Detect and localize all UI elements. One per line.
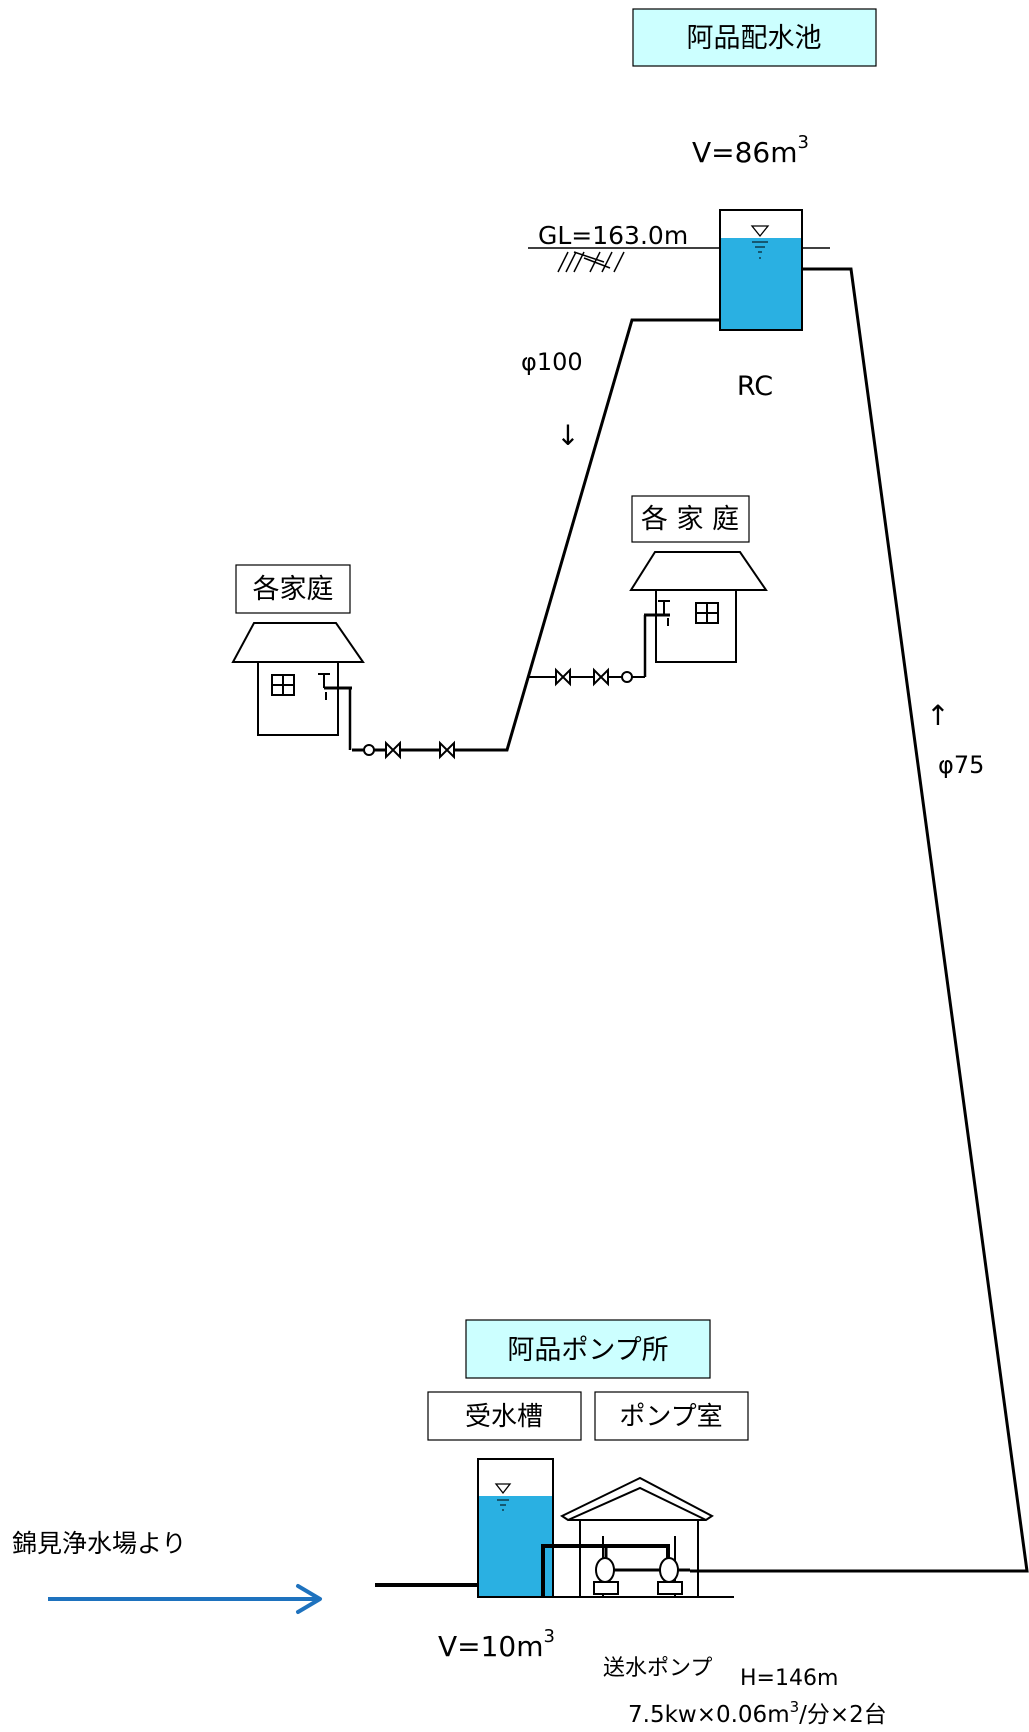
household-right-icon: [629, 551, 768, 677]
flow-up-arrow: ↑: [926, 699, 949, 732]
pump-unit-1: [593, 1557, 619, 1595]
valve-icon: [385, 740, 401, 760]
distribution-pipe: [352, 318, 720, 752]
receiving-tank-label-box: [427, 1391, 582, 1441]
household-right-label-box: [631, 495, 750, 543]
household-left-icon: [231, 622, 365, 750]
pump-icon: [595, 1557, 615, 1583]
supply-pipe: [690, 267, 1029, 1573]
right-service-valves: [555, 667, 633, 687]
receiving-tank-label: 受水槽: [465, 1402, 543, 1432]
pump-icon: [659, 1557, 679, 1583]
pump-room-label: ポンプ室: [619, 1402, 722, 1432]
ground-hatch: [557, 251, 625, 273]
household-right-label: 各 家 庭: [641, 504, 739, 535]
water-level-icon: [494, 1483, 512, 1495]
receiving-tank: [477, 1458, 554, 1598]
valve-icon: [439, 740, 455, 760]
supply-pipe-size: φ75: [938, 751, 984, 779]
pump-unit-2: [657, 1557, 683, 1595]
reservoir-title-box: [632, 8, 877, 67]
household-left-label: 各家庭: [253, 574, 334, 605]
pump-name: 送水ポンプ: [603, 1656, 712, 1681]
reservoir-volume: V=86m3: [692, 132, 809, 169]
distribution-pipe-size: φ100: [521, 348, 583, 376]
left-service-valves: [363, 740, 455, 760]
meter-icon: [363, 744, 375, 756]
pump-station-title-box: [465, 1319, 711, 1379]
reservoir-tank: [719, 209, 803, 331]
source-arrow-icon: [48, 1584, 322, 1614]
valve-icon: [555, 667, 571, 687]
household-left-label-box: [235, 564, 351, 614]
reservoir-title: 阿品配水池: [687, 23, 822, 54]
meter-icon: [621, 671, 633, 683]
pump-room-label-box: [594, 1391, 749, 1441]
flow-down-arrow: ↓: [556, 419, 579, 452]
pump-station-title: 阿品ポンプ所: [507, 1335, 668, 1366]
pump-house: [559, 1476, 714, 1597]
pump-spec: 7.5kw×0.06m3/分×2台: [628, 1698, 887, 1728]
reservoir-structure: RC: [737, 371, 773, 402]
pump-head: H=146m: [740, 1666, 838, 1691]
source-label: 錦見浄水場より: [12, 1529, 187, 1558]
ground-level-label: GL=163.0m: [538, 221, 688, 250]
water-level-icon: [750, 225, 770, 238]
valve-icon: [593, 667, 609, 687]
receiving-tank-volume: V=10m3: [438, 1626, 555, 1663]
